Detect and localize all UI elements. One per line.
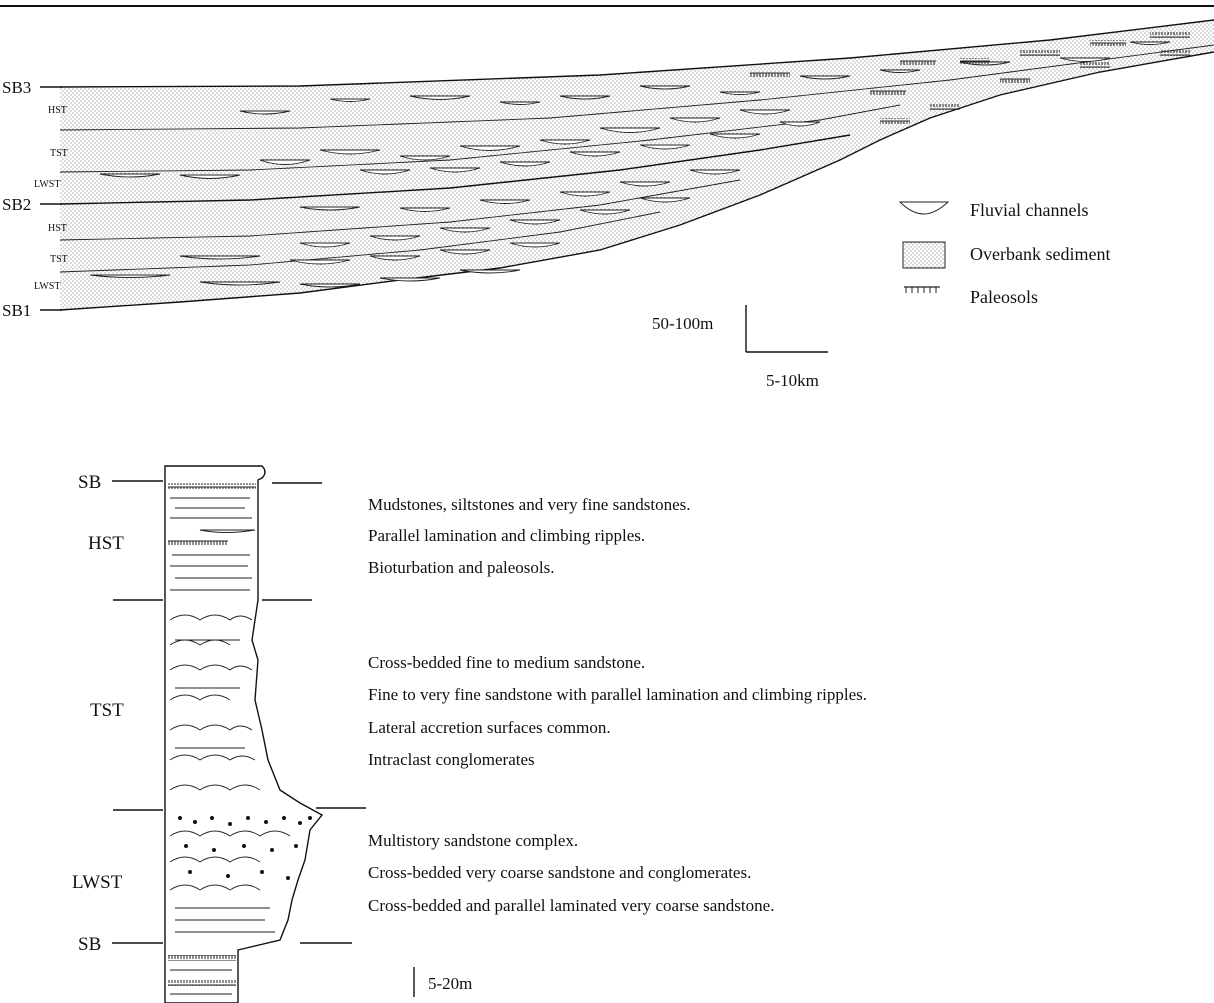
hst-desc-line-3: Bioturbation and paleosols. [368,558,555,577]
tst-lower-label: TST [50,254,68,265]
tst-desc-line-2: Fine to very fine sandstone with paralle… [368,685,867,704]
sb3-label: SB3 [2,78,31,97]
hst-desc-line-2: Parallel lamination and climbing ripples… [368,526,645,545]
lwst-desc-line-2: Cross-bedded very coarse sandstone and c… [368,863,751,882]
overbank-swatch-icon [903,242,945,268]
lwst-upper-label: LWST [34,179,60,190]
horizontal-scale-label: 5-10km [766,371,819,390]
col-tst-label: TST [90,700,124,721]
col-sb-top-label: SB [78,472,101,493]
legend-overbank-label: Overbank sediment [970,244,1110,264]
column-scale-label: 5-20m [428,974,472,993]
overbank-body [60,20,1214,310]
sb1-label: SB1 [2,301,31,320]
tst-desc-line-3: Lateral accretion surfaces common. [368,718,611,737]
legend-paleosols-label: Paleosols [970,287,1038,307]
vertical-scale-label: 50-100m [652,314,713,333]
hst-desc-line-1: Mudstones, siltstones and very fine sand… [368,495,691,514]
hst-lower-label: HST [48,223,67,234]
cross-section-scale-bar: 50-100m 5-10km [652,305,828,390]
col-lwst-label: LWST [72,872,123,893]
fluvial-channel-icon [900,202,948,214]
tst-desc-line-1: Cross-bedded fine to medium sandstone. [368,653,645,672]
hst-upper-label: HST [48,105,67,116]
legend-fluvial-label: Fluvial channels [970,200,1088,220]
sb2-label: SB2 [2,195,31,214]
lwst-lower-label: LWST [34,281,60,292]
tst-desc-line-4: Intraclast conglomerates [368,750,535,769]
paleosol-symbol-icon [904,287,940,293]
column-outline [165,466,322,1003]
lwst-desc-line-1: Multistory sandstone complex. [368,831,578,850]
cross-section: SB3 HST TST LWST SB2 HST TST LWST SB1 Fl… [2,20,1214,390]
col-hst-label: HST [88,533,124,554]
stratigraphic-column: SB HST TST LWST SB Mudstones, siltstones… [72,466,867,1003]
lwst-desc-line-3: Cross-bedded and parallel laminated very… [368,896,774,915]
legend: Fluvial channels Overbank sediment Paleo… [900,200,1110,307]
col-sb-bottom-label: SB [78,934,101,955]
tst-upper-label: TST [50,148,68,159]
